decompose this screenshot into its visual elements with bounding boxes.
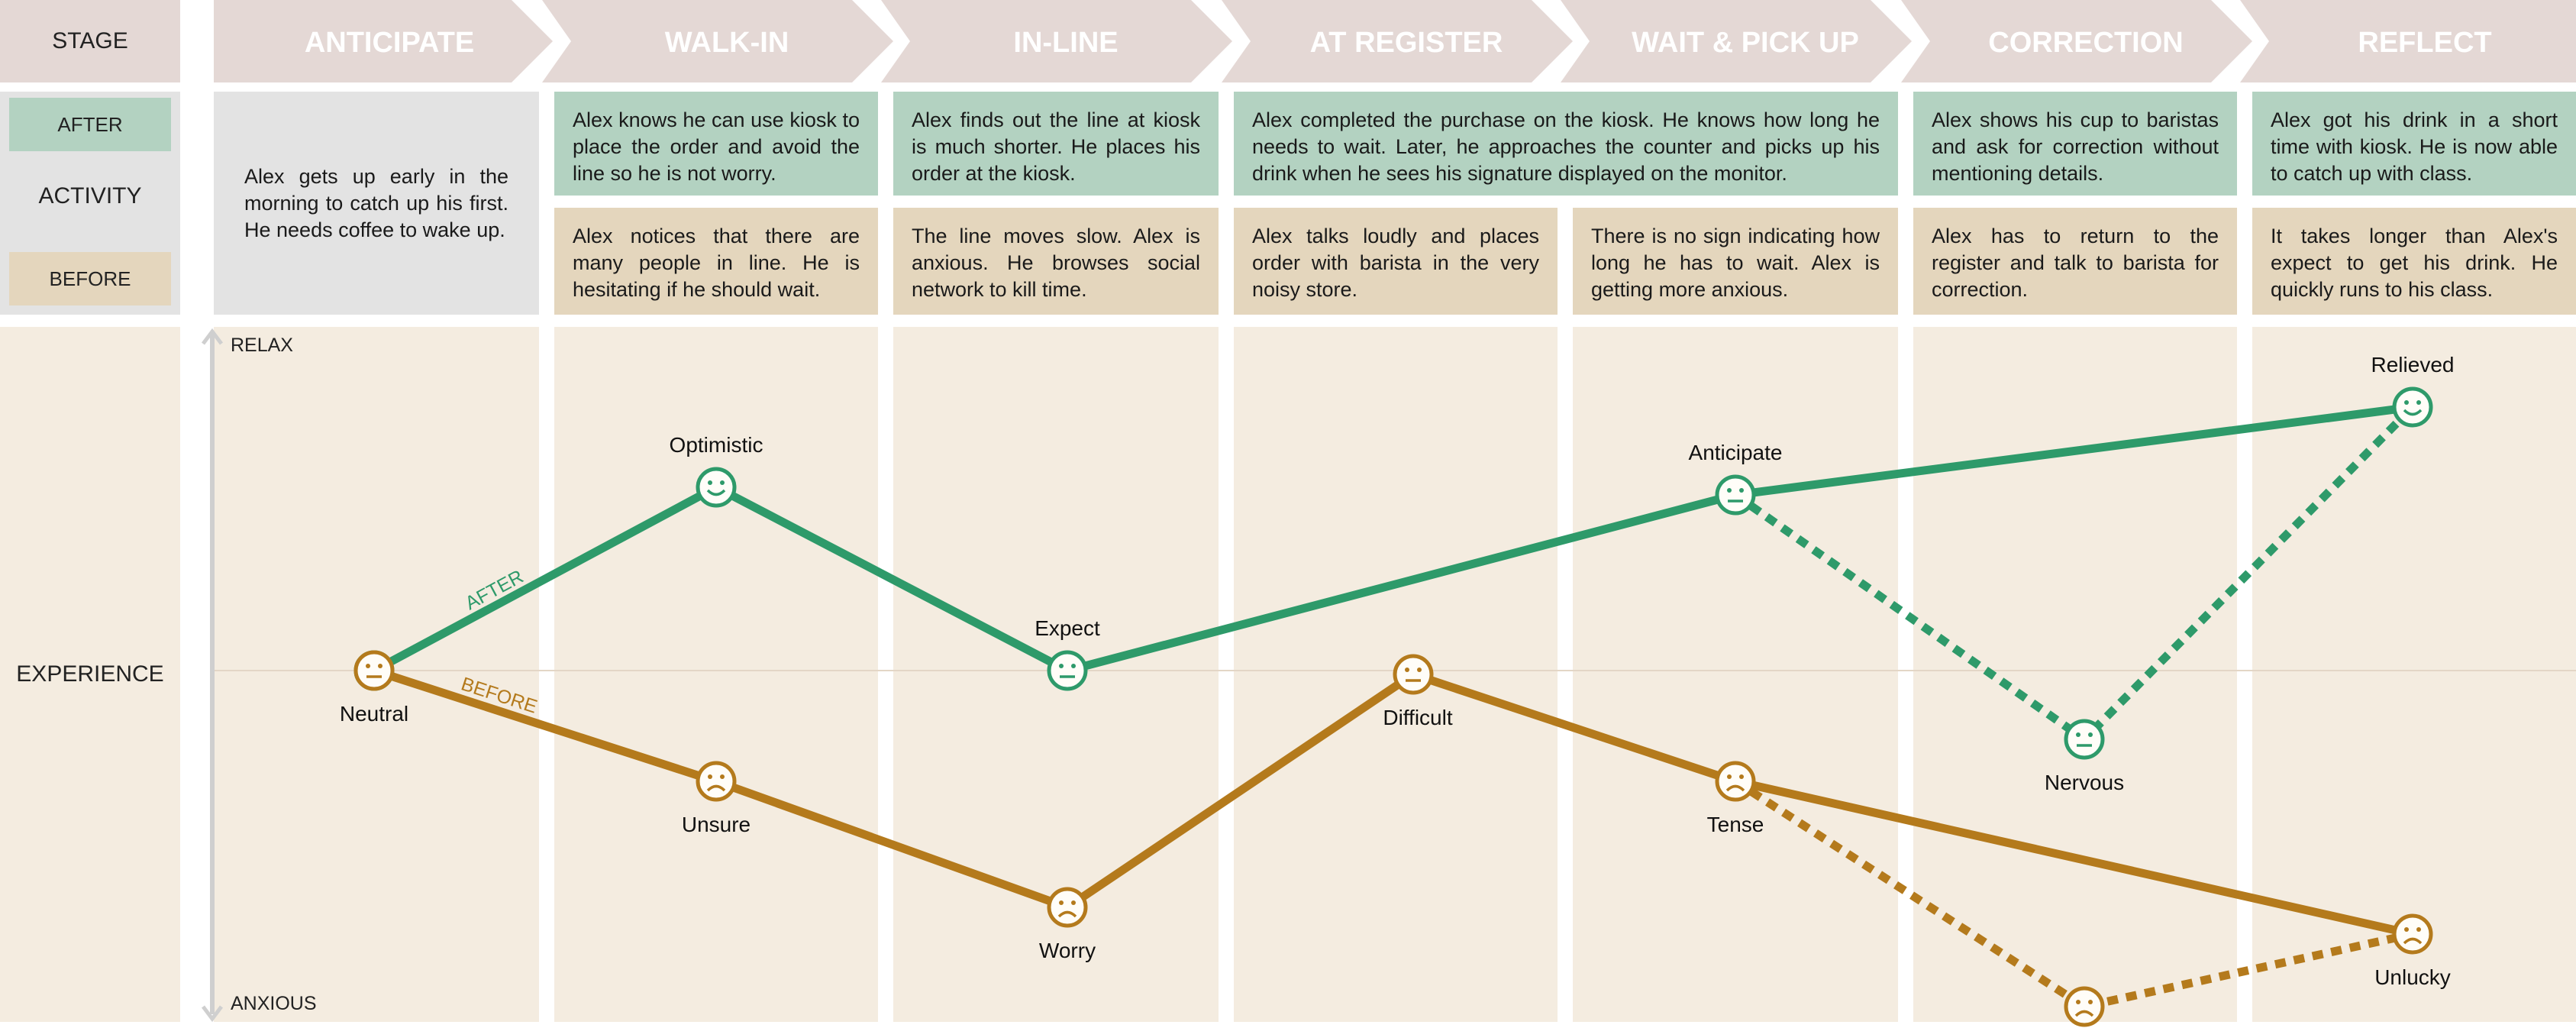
emotion-label: Unsure — [682, 813, 751, 836]
stage-chevrons: ANTICIPATE WALK-IN IN-LINE AT REGISTER WAIT … — [214, 0, 2576, 82]
emotion-face-neutral — [1715, 474, 1756, 516]
stage-label: IN-LINE — [1013, 27, 1118, 59]
activity-reflect-before: It takes longer than Alex's expect to ge… — [2252, 208, 2576, 315]
emotion-face-sad — [2392, 913, 2433, 955]
emotion-label: Worry — [1039, 939, 1096, 962]
emotion-face-sad — [1047, 887, 1088, 928]
stage-chevron — [1561, 0, 1912, 82]
emotion-label: Difficult — [1383, 706, 1453, 729]
emotion-face-happy — [696, 467, 737, 508]
activity-legend: AFTER ACTIVITY BEFORE — [0, 92, 180, 315]
stage-chevron — [542, 0, 893, 82]
stage-chevron — [881, 0, 1232, 82]
emotion-face-sad — [1715, 761, 1756, 802]
legend-after: AFTER — [9, 98, 171, 151]
activity-walkin-after: Alex knows he can use kiosk to place the… — [554, 92, 878, 196]
stage-row-label: STAGE — [0, 0, 180, 82]
stage-label: REFLECT — [2358, 27, 2491, 59]
activity-correction-after: Alex shows his cup to baristas and ask f… — [1913, 92, 2237, 196]
axis-bottom-label: ANXIOUS — [231, 993, 317, 1014]
legend-before: BEFORE — [9, 252, 171, 305]
activity-walkin-before: Alex notices that there are many people … — [554, 208, 878, 315]
emotion-label: Nervous — [2045, 771, 2124, 794]
activity-row-label: ACTIVITY — [38, 183, 142, 209]
series-alt-line-after — [1732, 404, 2416, 745]
stage-chevron — [214, 0, 553, 82]
stage-label: ANTICIPATE — [305, 27, 474, 59]
vertical-axis — [202, 328, 223, 1023]
experience-col-correction — [1913, 327, 2237, 1022]
emotion-face-neutral — [1047, 650, 1088, 691]
emotion-face-neutral — [1393, 654, 1434, 695]
axis-top-label: RELAX — [231, 335, 293, 356]
emotion-label: Optimistic — [670, 433, 763, 457]
activity-register-before: Alex talks loudly and places order with … — [1234, 208, 1558, 315]
experience-col-walkin — [554, 327, 878, 1022]
stage-chevron — [2240, 0, 2576, 82]
activity-anticipate: Alex gets up early in the morning to cat… — [214, 92, 539, 315]
emotion-face-happy — [2392, 386, 2433, 428]
stage-label: WAIT & PICK UP — [1632, 27, 1859, 59]
emotion-face-neutral — [353, 650, 395, 691]
emotion-label: Anticipate — [1689, 441, 1783, 464]
emotion-label: Tense — [1707, 813, 1764, 836]
experience-col-waitpickup — [1573, 327, 1898, 1022]
emotion-face-sad — [2064, 986, 2105, 1027]
activity-waitpickup-before: There is no sign indicating how long he … — [1573, 208, 1898, 315]
stage-label: AT REGISTER — [1310, 27, 1503, 59]
emotion-face-sad — [696, 761, 737, 802]
series-line-before — [373, 666, 2414, 939]
emotion-faces — [353, 386, 2433, 1027]
activity-inline-after: Alex finds out the line at kiosk is much… — [893, 92, 1219, 196]
emotion-label: Neutral — [340, 702, 408, 726]
experience-row-label: EXPERIENCE — [0, 327, 180, 1022]
stage-label: CORRECTION — [1988, 27, 2183, 59]
emotion-label: Unlucky — [2374, 965, 2451, 989]
stage-label: WALK-IN — [665, 27, 789, 59]
activity-register-after: Alex completed the purchase on the kiosk… — [1234, 92, 1898, 196]
activity-correction-before: Alex has to return to the register and t… — [1913, 208, 2237, 315]
stage-chevron — [1901, 0, 2252, 82]
stage-chevron — [1222, 0, 1573, 82]
emotion-label: Expect — [1035, 616, 1100, 640]
emotion-face-neutral — [2064, 719, 2105, 760]
series-alt-line-before — [1733, 777, 2414, 1011]
activity-inline-before: The line moves slow. Alex is anxious. He… — [893, 208, 1219, 315]
activity-reflect-after: Alex got his drink in a short time with … — [2252, 92, 2576, 196]
emotion-label: Relieved — [2371, 353, 2455, 377]
